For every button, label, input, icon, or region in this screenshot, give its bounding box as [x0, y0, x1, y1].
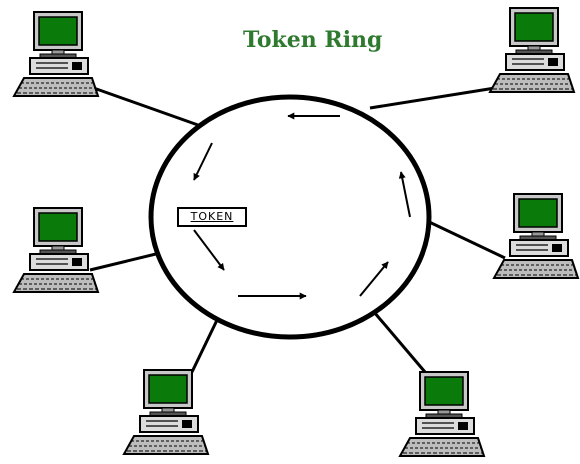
- token-label: TOKEN: [177, 207, 247, 227]
- connection-line: [87, 84, 199, 127]
- connection-line: [372, 311, 427, 373]
- connection-line: [89, 251, 161, 272]
- computer-icon: [493, 193, 579, 279]
- direction-arrow: [193, 229, 225, 271]
- direction-arrows: [193, 112, 411, 300]
- computer-icon: [13, 207, 99, 293]
- computer-icon: [399, 371, 485, 457]
- connection-line: [424, 218, 506, 260]
- computer-icon: [13, 11, 99, 97]
- ring-connections: [87, 84, 506, 373]
- direction-arrow: [193, 142, 213, 181]
- connection-line: [190, 317, 220, 373]
- computer-icon: [489, 7, 575, 93]
- direction-arrow: [398, 171, 411, 218]
- computer-icon: [123, 369, 209, 455]
- token-ring: [148, 94, 432, 340]
- connection-line: [369, 86, 496, 110]
- diagram-title: Token Ring: [243, 27, 383, 53]
- direction-arrow: [359, 261, 389, 297]
